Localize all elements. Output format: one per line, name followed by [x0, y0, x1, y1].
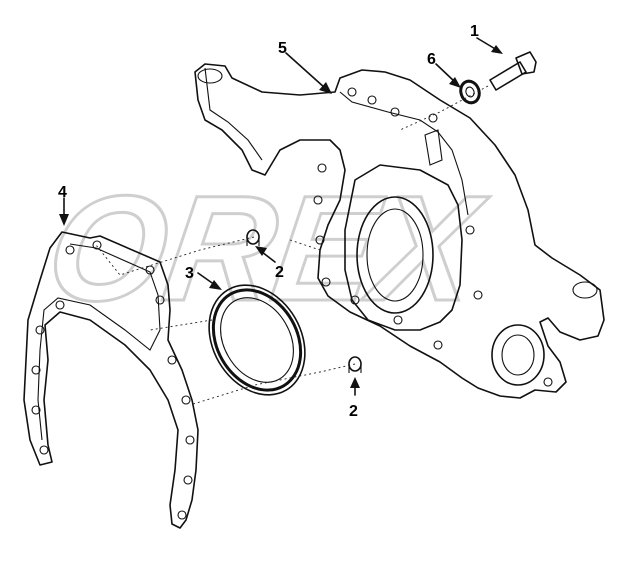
callout-4: 4 — [58, 184, 67, 201]
leader-arrows — [59, 37, 503, 396]
callout-1: 1 — [470, 23, 479, 40]
crankshaft-seal — [208, 284, 306, 396]
dowel-pin-upper — [246, 229, 260, 246]
callout-2-upper: 2 — [275, 264, 284, 281]
callout-5: 5 — [278, 40, 287, 57]
assembly-lines — [95, 85, 489, 406]
washer — [459, 79, 481, 105]
watermark-text: OREX — [38, 165, 495, 332]
bolt — [489, 51, 537, 91]
callout-3: 3 — [185, 265, 194, 282]
dowel-pin-lower — [348, 356, 362, 373]
callout-2-lower: 2 — [349, 403, 358, 420]
front-cover-housing — [194, 63, 605, 399]
gasket — [23, 231, 199, 529]
callout-6: 6 — [427, 51, 436, 68]
